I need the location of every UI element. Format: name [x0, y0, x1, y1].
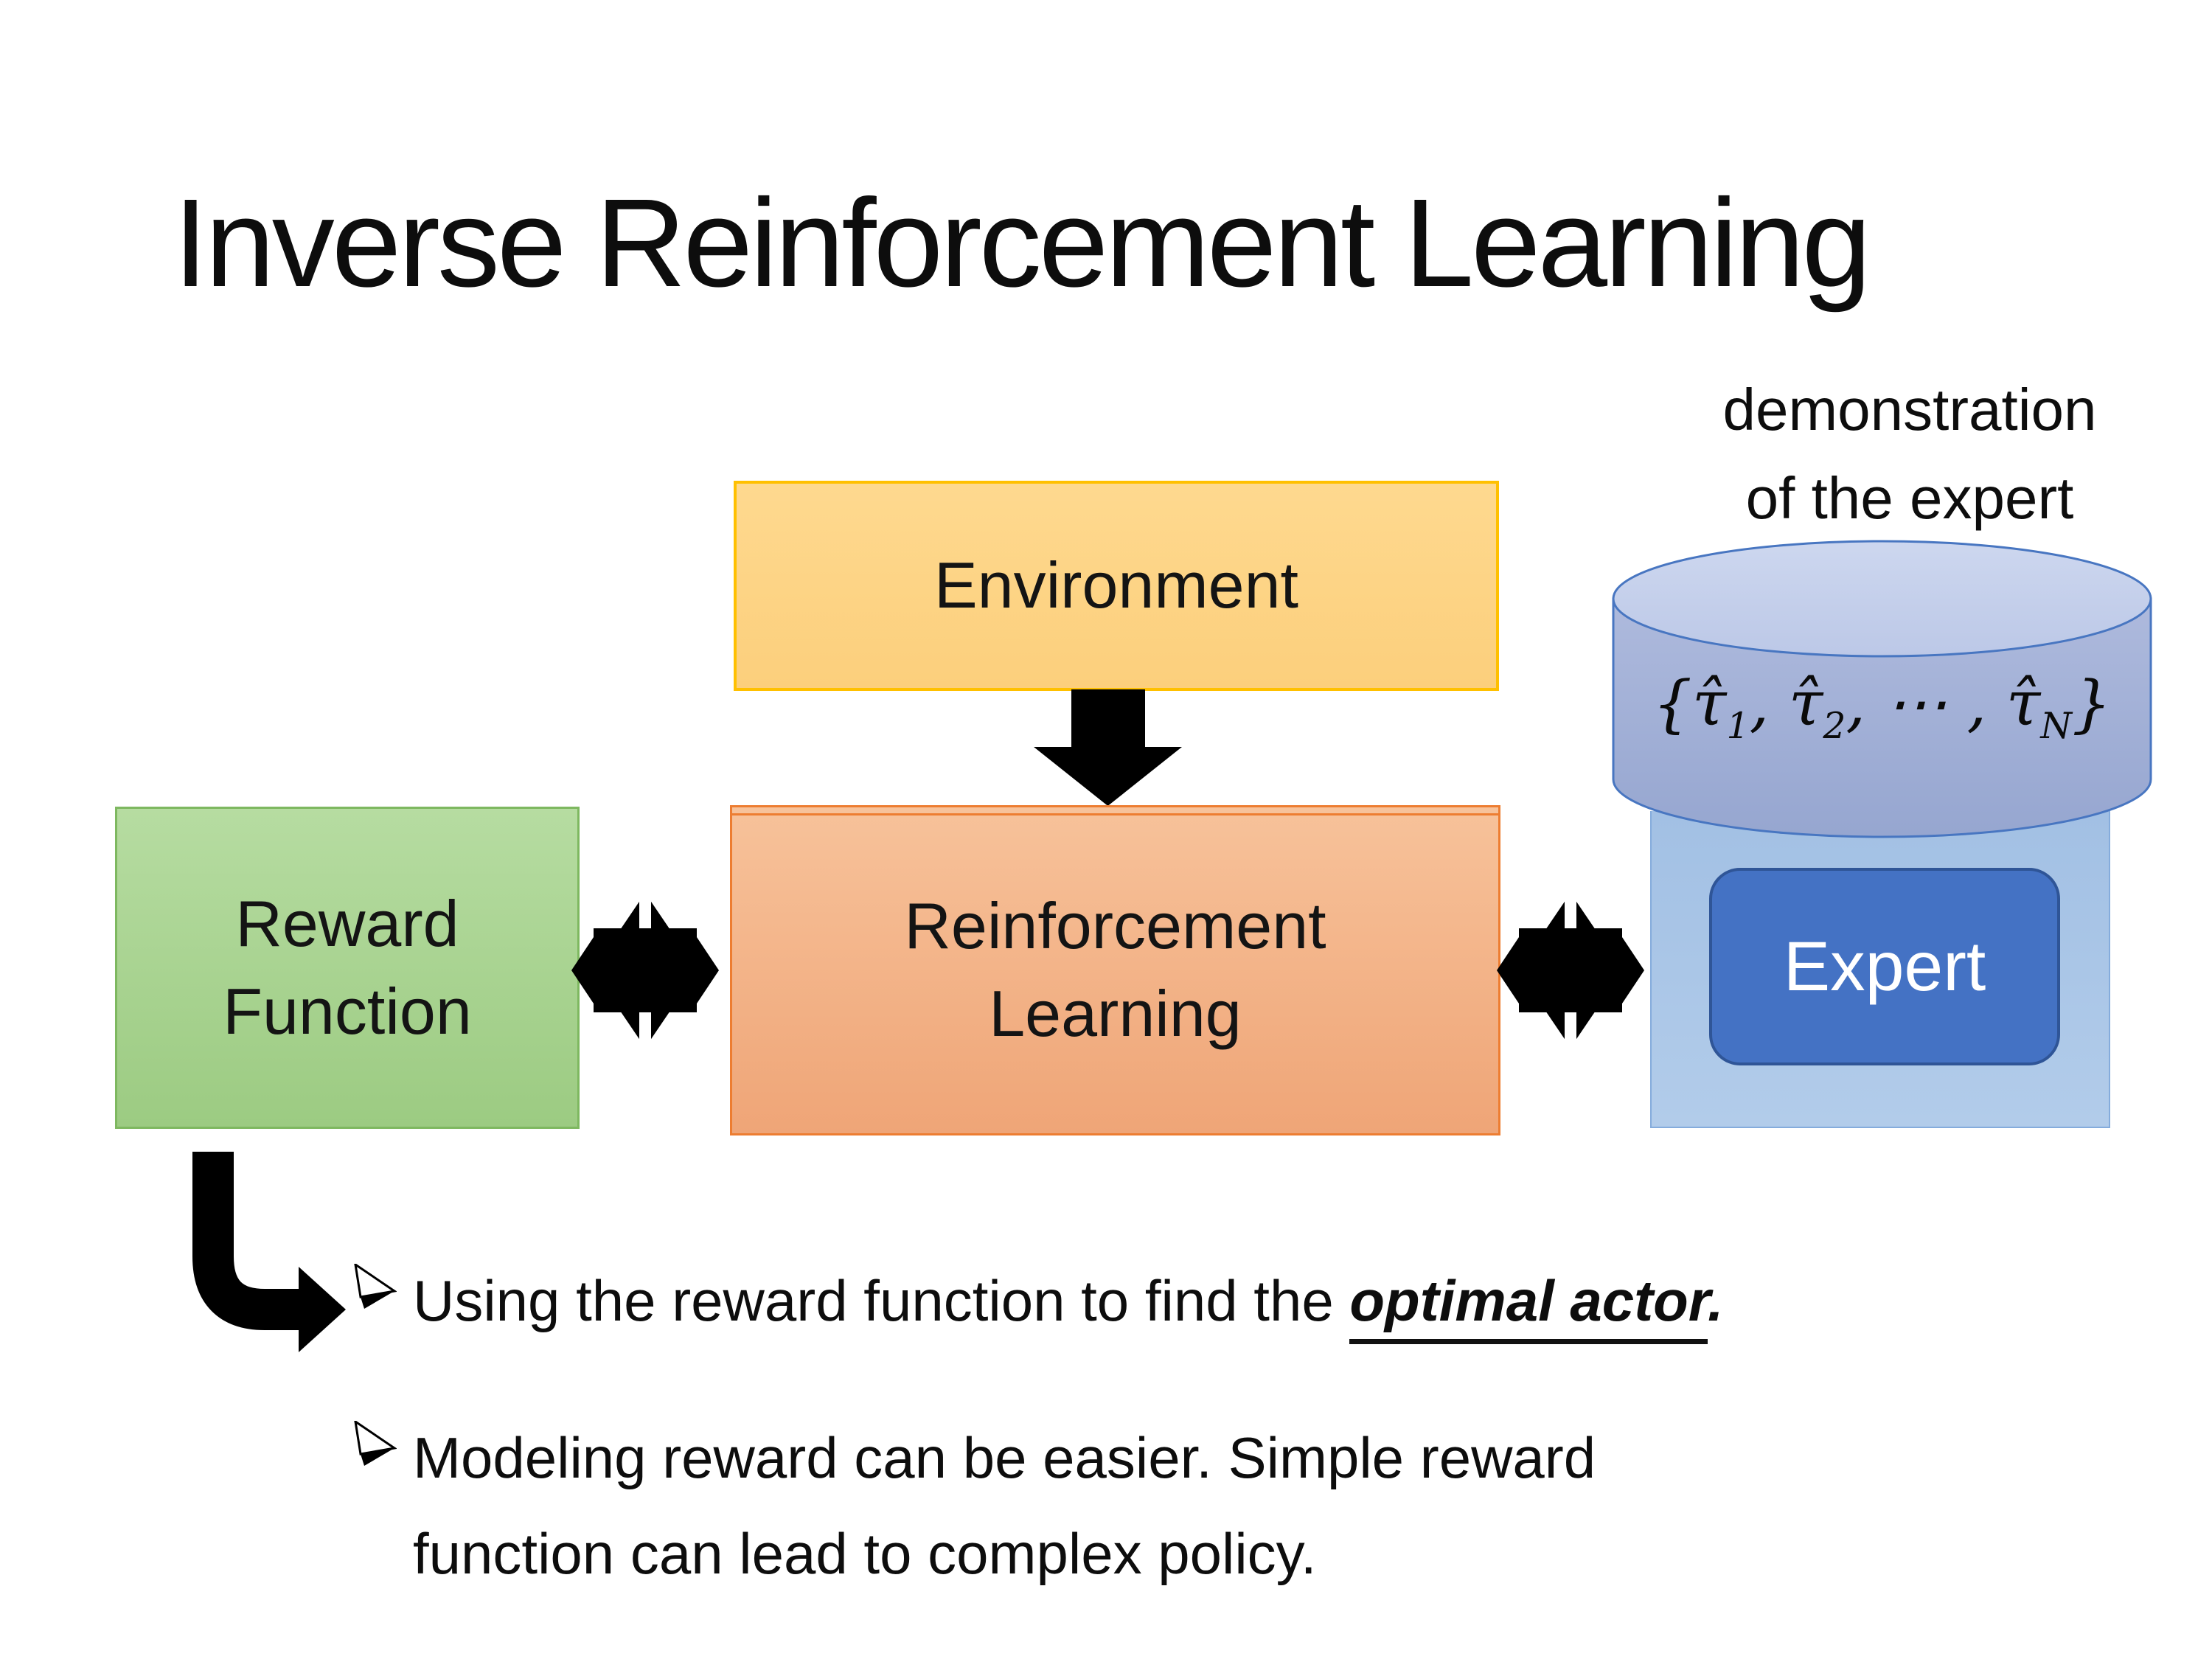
database-cylinder-icon	[1612, 540, 2152, 838]
formula-open-brace: {	[1652, 667, 1692, 740]
reinforcement-learning-box: Reinforcement Learning	[730, 805, 1500, 1135]
expert-box: Expert	[1709, 868, 2060, 1065]
bullet-1-suffix: .	[1707, 1268, 1724, 1333]
demonstration-caption: demonstration of the expert	[1622, 366, 2197, 543]
bullet-2-text: Modeling reward can be easier. Simple re…	[413, 1425, 1596, 1586]
formula-sub2: 2	[1823, 705, 1846, 747]
environment-box: Environment	[734, 481, 1499, 691]
bullet-item-2: Modeling reward can be easier. Simple re…	[352, 1411, 2048, 1601]
down-arrow-icon	[1034, 689, 1182, 806]
formula-sub1: 1	[1726, 705, 1750, 747]
reward-function-line2: Function	[223, 974, 472, 1048]
bullet-1-emphasis: optimal actor	[1349, 1268, 1708, 1344]
formula-tau1: τ̂	[1691, 667, 1727, 740]
reinforcement-learning-line1: Reinforcement	[904, 889, 1326, 963]
trajectory-set-formula: {τ̂1, τ̂2, ⋯ , τ̂N}	[1611, 667, 2153, 747]
formula-dots: , ⋯ ,	[1846, 667, 2006, 740]
bullet-1-text: Using the reward function to find the op…	[413, 1253, 1724, 1349]
formula-comma1: ,	[1749, 667, 1789, 740]
reward-function-line1: Reward	[235, 886, 459, 960]
arrowhead-bullet-icon	[354, 1421, 397, 1467]
formula-tau3: τ̂	[2006, 667, 2041, 740]
bullet-item-1: Using the reward function to find the op…	[352, 1253, 2048, 1349]
reward-function-label: Reward Function	[223, 880, 472, 1056]
formula-close-brace: }	[2072, 667, 2112, 740]
demonstration-caption-line2: of the expert	[1745, 465, 2074, 531]
reinforcement-learning-label: Reinforcement Learning	[904, 883, 1326, 1058]
formula-subN: N	[2040, 705, 2072, 747]
bent-arrow-icon	[192, 1152, 346, 1352]
bullet-list: Using the reward function to find the op…	[352, 1253, 2048, 1601]
reward-function-box: Reward Function	[115, 807, 580, 1129]
expert-label: Expert	[1783, 927, 1986, 1006]
bullet-1-prefix: Using the reward function to find the	[413, 1268, 1350, 1333]
page-title: Inverse Reinforcement Learning	[173, 173, 1871, 313]
formula-tau2: τ̂	[1788, 667, 1823, 740]
exchange-arrow-right-icon	[1497, 893, 1644, 1048]
exchange-arrow-left-icon	[571, 893, 719, 1048]
arrowhead-bullet-icon	[354, 1264, 397, 1309]
environment-label: Environment	[933, 549, 1298, 622]
reinforcement-learning-line2: Learning	[989, 977, 1242, 1050]
rl-box-inner-edge	[732, 813, 1498, 815]
demonstration-caption-line1: demonstration	[1722, 377, 2097, 442]
